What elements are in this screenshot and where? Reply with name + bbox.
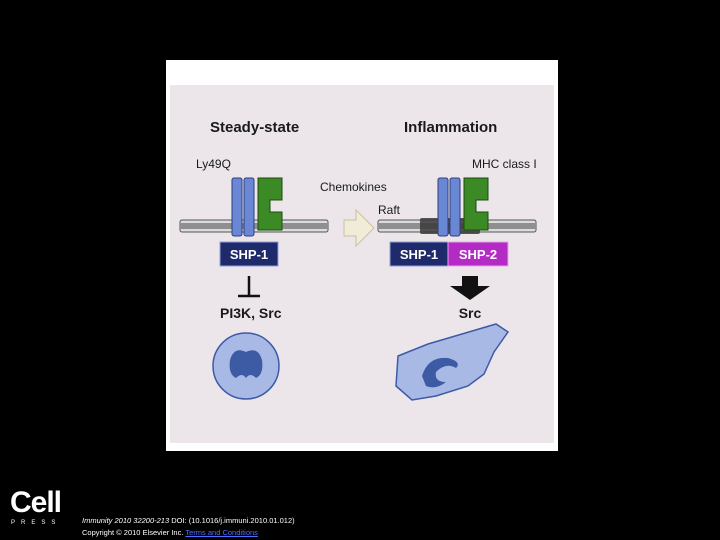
resting-cell-icon (212, 332, 280, 400)
right-shp2-box (447, 241, 509, 267)
inflammation-title: Inflammation (404, 119, 497, 136)
migrating-cell-icon (395, 323, 510, 401)
left-targets-label: PI3K, Src (220, 305, 282, 321)
logo-word: Cell (10, 486, 62, 519)
doi-text: DOI: (10.1016/j.immuni.2010.01.012) (171, 516, 295, 525)
figure-panel: Steady-state Inflammation Ly49Q MHC clas… (166, 60, 558, 451)
ligand-label: MHC class I (472, 157, 537, 171)
right-target-label: Src (459, 305, 482, 321)
citation-line-2: Copyright © 2010 Elsevier Inc. Terms and… (82, 527, 295, 539)
left-ly49q-receptor (231, 177, 255, 237)
cell-press-logo: Cell PRESS (10, 488, 72, 528)
steady-state-title: Steady-state (210, 119, 299, 136)
journal-citation: Immunity 2010 32200-213 (82, 516, 170, 525)
left-mhc-class-i (257, 177, 283, 231)
raft-label: Raft (378, 203, 401, 217)
logo-subtitle: PRESS (11, 520, 62, 526)
terms-link[interactable]: Terms and Conditions (185, 528, 258, 537)
inhibition-icon (238, 276, 260, 298)
activation-arrow-icon (450, 276, 490, 300)
citation-line-1: Immunity 2010 32200-213 DOI: (10.1016/j.… (82, 515, 295, 527)
copyright-text: Copyright © 2010 Elsevier Inc. (82, 528, 184, 537)
receptor-label: Ly49Q (196, 157, 231, 171)
right-shp1-label: SHP-1 (400, 247, 438, 262)
transition-arrow-icon (343, 208, 375, 248)
right-ly49q-receptor (437, 177, 461, 237)
right-shp2-label: SHP-2 (459, 247, 497, 262)
mechanism-diagram: Steady-state Inflammation Ly49Q MHC clas… (166, 60, 558, 451)
stimulus-label: Chemokines (320, 180, 387, 194)
citation: Immunity 2010 32200-213 DOI: (10.1016/j.… (82, 515, 295, 539)
left-shp1-box (219, 241, 279, 267)
left-shp1-label: SHP-1 (230, 247, 268, 262)
right-mhc-class-i (463, 177, 489, 231)
